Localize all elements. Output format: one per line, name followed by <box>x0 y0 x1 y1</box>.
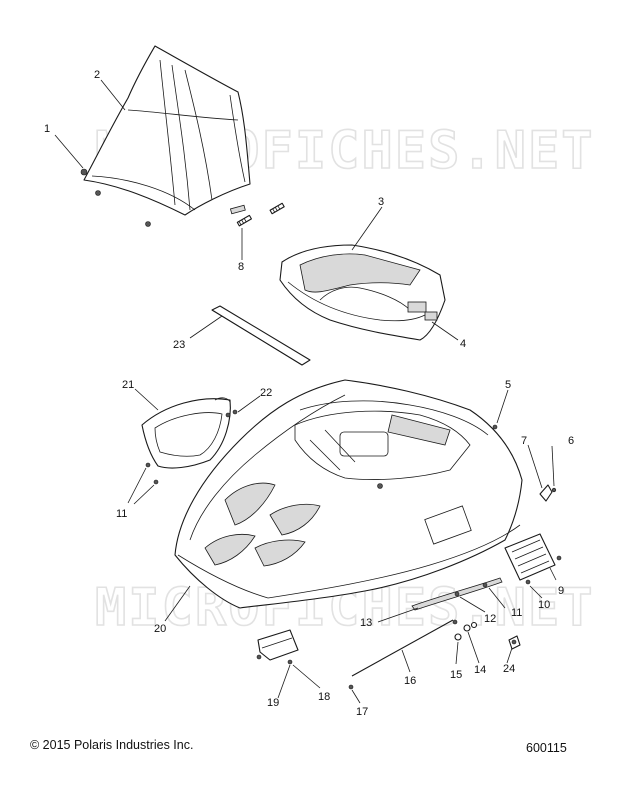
callout-15: 15 <box>450 669 462 681</box>
callout-22: 22 <box>260 387 272 399</box>
bar-part <box>211 305 311 366</box>
diagram-number: 600115 <box>526 741 567 755</box>
callout-11-right: 11 <box>511 607 522 619</box>
bracket-part <box>539 484 557 502</box>
callout-6: 6 <box>568 435 574 447</box>
callout-13: 13 <box>360 617 372 629</box>
callout-10: 10 <box>538 599 550 611</box>
cable-part <box>348 619 458 690</box>
callout-3: 3 <box>378 196 384 208</box>
callout-19: 19 <box>267 697 279 709</box>
callout-23: 23 <box>173 339 185 351</box>
callout-24: 24 <box>503 663 515 675</box>
callout-12: 12 <box>484 613 496 625</box>
misc-fasteners <box>145 424 498 597</box>
copyright-text: © 2015 Polaris Industries Inc. <box>30 738 194 752</box>
washer-parts <box>454 621 478 641</box>
knob-part <box>508 635 521 650</box>
callout-9: 9 <box>558 585 564 597</box>
callout-4: 4 <box>460 338 466 350</box>
callout-20: 20 <box>154 623 166 635</box>
callout-8: 8 <box>238 261 244 273</box>
lower-bracket-part <box>256 629 299 665</box>
callout-2: 2 <box>94 69 100 81</box>
callout-16: 16 <box>404 675 416 687</box>
callout-14: 14 <box>474 664 486 676</box>
callout-21: 21 <box>122 379 134 391</box>
callout-17: 17 <box>356 706 368 718</box>
hood-part <box>174 379 523 609</box>
leader-lines <box>54 79 557 704</box>
windshield-part <box>83 45 251 216</box>
windshield-fasteners <box>80 168 285 227</box>
callout-7: 7 <box>521 435 527 447</box>
callout-18: 18 <box>318 691 330 703</box>
console-part <box>279 244 446 341</box>
callout-1: 1 <box>44 123 50 135</box>
callout-5: 5 <box>505 379 511 391</box>
callout-11-left: 11 <box>116 508 127 520</box>
side-vent-part <box>504 533 562 585</box>
glovebox-part <box>141 397 238 469</box>
callout-labels: 1 2 3 4 5 6 7 8 9 10 11 11 11 12 13 14 1… <box>44 69 574 718</box>
